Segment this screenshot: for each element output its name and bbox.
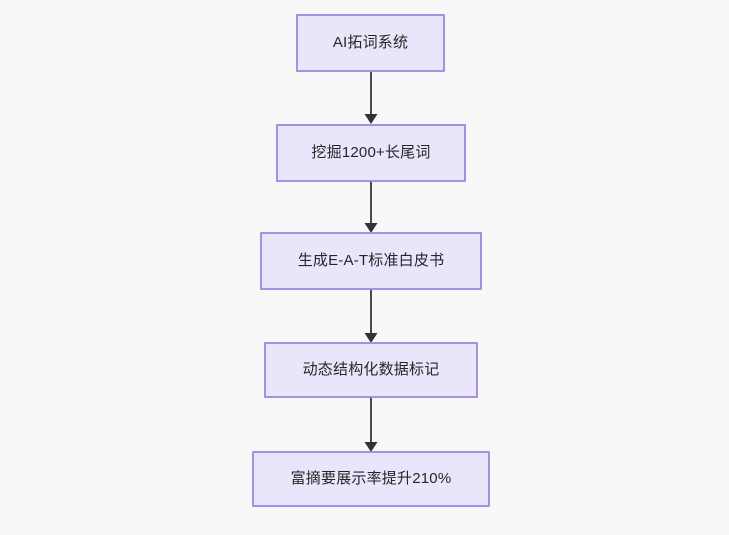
flowchart-edge-n2-n3 [364,182,378,233]
flowchart-node-label: 挖掘1200+长尾词 [311,144,431,161]
arrow-down-icon [364,114,378,124]
flowchart-node-n2[interactable]: 挖掘1200+长尾词 [276,124,466,182]
flowchart-node-label: 富摘要展示率提升210% [290,470,452,487]
flowchart-edge-n3-n4 [364,290,378,343]
flowchart-node-n4[interactable]: 动态结构化数据标记 [264,342,478,398]
flowchart-edge-n4-n5 [364,398,378,452]
flowchart-node-n3[interactable]: 生成E-A-T标准白皮书 [260,232,482,290]
flowchart-node-label: 动态结构化数据标记 [302,361,440,378]
flowchart-node-n1[interactable]: AI拓词系统 [296,14,445,72]
flowchart-node-n5[interactable]: 富摘要展示率提升210% [252,451,490,507]
flowchart-node-label: 生成E-A-T标准白皮书 [297,252,445,269]
flowchart-edge-n1-n2 [364,72,378,124]
flowchart-node-label: AI拓词系统 [332,34,409,51]
